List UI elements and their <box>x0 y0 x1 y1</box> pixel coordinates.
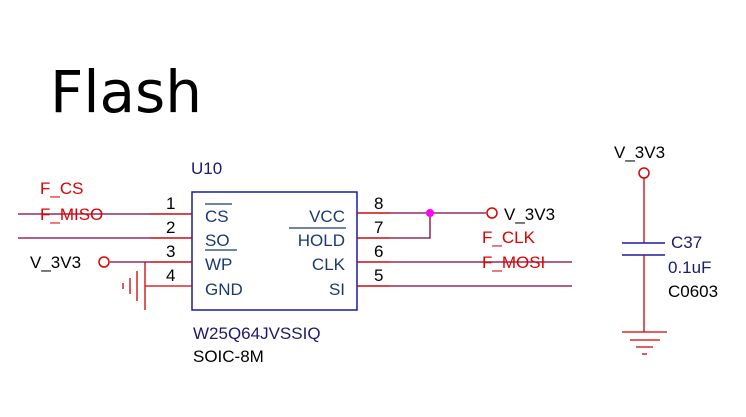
ground-symbol-chip-icon <box>122 262 146 310</box>
net-label-f-clk[interactable]: F_CLK <box>482 228 536 247</box>
cap-footprint: C0603 <box>668 282 718 301</box>
chip-package: SOIC-8M <box>193 347 264 366</box>
net-label-f-miso[interactable]: F_MISO <box>40 205 103 224</box>
wire-hold[interactable] <box>357 213 431 239</box>
pin-number-6: 6 <box>374 242 383 261</box>
cap-value: 0.1uF <box>668 258 711 277</box>
chip-part-number: W25Q64JVSSIQ <box>193 324 321 343</box>
pin-number-4: 4 <box>166 266 175 285</box>
pin-number-8: 8 <box>374 194 383 213</box>
pin-number-7: 7 <box>374 218 383 237</box>
pin-name-wp: WP <box>205 255 232 274</box>
power-label-cap: V_3V3 <box>614 143 665 162</box>
power-port-cap[interactable] <box>638 167 650 179</box>
cap-refdes: C37 <box>671 233 702 252</box>
net-label-f-cs[interactable]: F_CS <box>40 179 83 198</box>
chip-refdes: U10 <box>191 159 222 178</box>
pin-name-gnd: GND <box>205 280 243 299</box>
pin-name-clk: CLK <box>312 255 346 274</box>
pin-name-vcc: VCC <box>309 207 345 226</box>
power-port-vcc[interactable] <box>486 207 498 219</box>
sheet-title: Flash <box>50 58 202 126</box>
pin-name-cs: CS <box>205 207 229 226</box>
pin-number-5: 5 <box>374 266 383 285</box>
power-label-wp: V_3V3 <box>30 253 81 272</box>
net-label-f-mosi[interactable]: F_MOSI <box>482 253 545 272</box>
pin-number-1: 1 <box>166 194 175 213</box>
chip-body[interactable] <box>191 191 358 311</box>
pin-number-2: 2 <box>166 218 175 237</box>
ground-symbol-cap-icon <box>622 331 667 355</box>
pin-name-hold: HOLD <box>298 231 345 250</box>
pin-name-so: SO <box>205 231 230 250</box>
pin-number-3: 3 <box>166 242 175 261</box>
junction-dot <box>426 209 434 217</box>
power-label-vcc: V_3V3 <box>504 205 555 224</box>
pin-name-si: SI <box>329 280 345 299</box>
power-port-wp[interactable] <box>98 256 110 268</box>
